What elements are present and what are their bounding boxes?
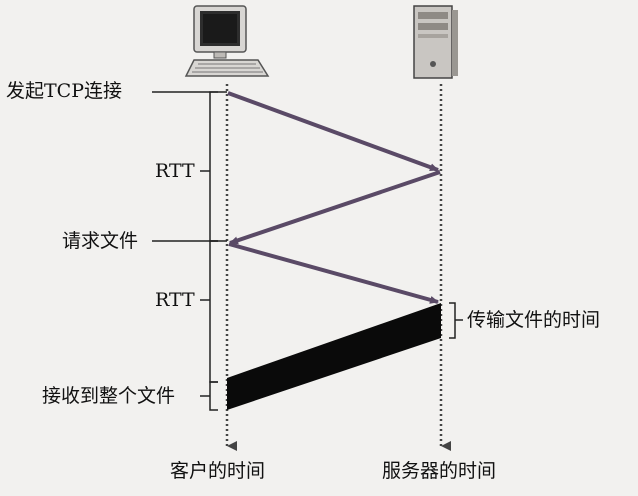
rtt-label-2: RTT	[155, 289, 195, 311]
desktop-computer-icon	[184, 5, 270, 77]
syn-arrow	[227, 91, 439, 172]
rtt-bracket-2	[209, 240, 218, 383]
request-arrow	[228, 242, 439, 304]
synack-arrow	[229, 170, 441, 245]
rtt-bracket-1	[209, 91, 218, 242]
receive-bracket	[209, 381, 218, 411]
receive-file-label: 接收到整个文件	[42, 385, 176, 407]
tower-server-icon	[413, 5, 458, 79]
rtt-label-1: RTT	[155, 160, 195, 182]
transmit-bracket	[449, 302, 456, 339]
request-file-label: 请求文件	[62, 230, 139, 252]
client-time-label: 客户的时间	[170, 460, 266, 482]
server-time-label: 服务器的时间	[382, 460, 497, 482]
initiate-tcp-label: 发起TCP连接	[6, 80, 122, 102]
transmit-time-label: 传输文件的时间	[467, 309, 601, 331]
file-transfer-band	[227, 303, 441, 410]
